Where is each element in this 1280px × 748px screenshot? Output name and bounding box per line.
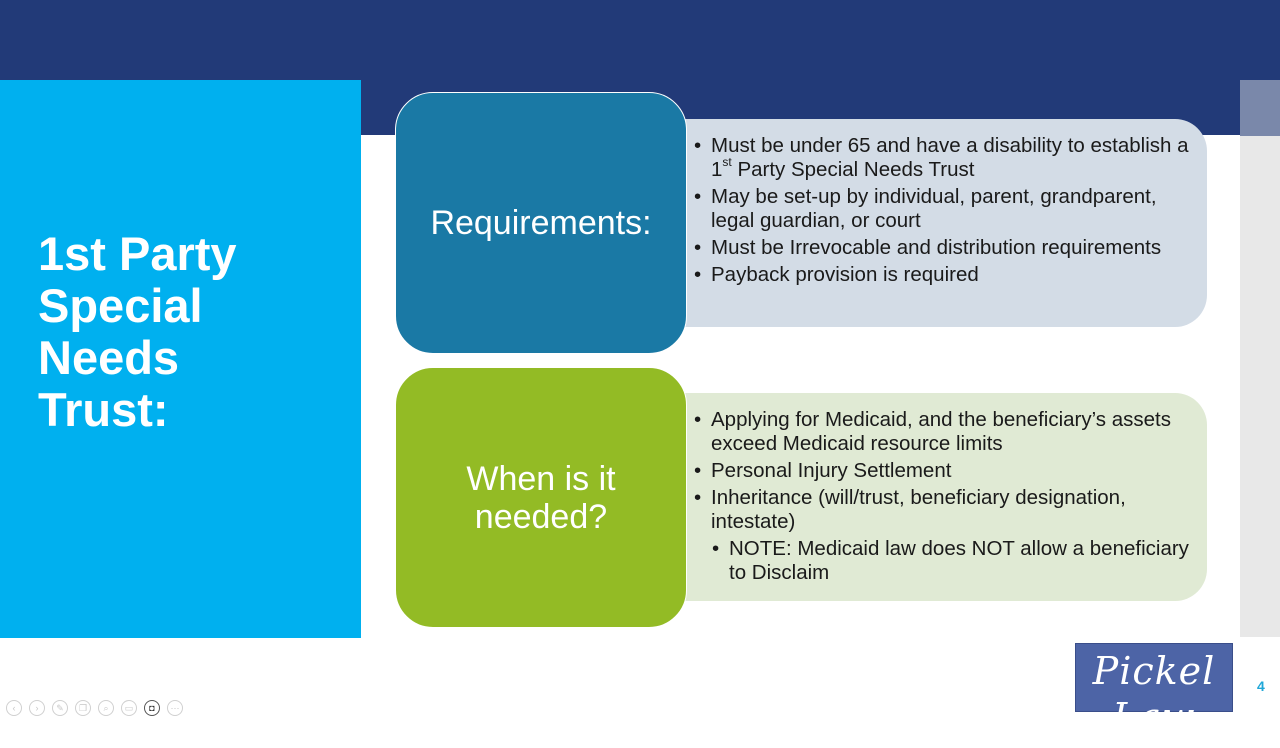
pickel-law-logo: Pickel Law PLANNING TODAY. FACTS FOR TOM… [1075, 643, 1233, 748]
pen-icon[interactable]: ✎ [52, 700, 68, 716]
list-item: Payback provision is required [694, 263, 1189, 287]
when-needed-heading-box: When is it needed? [395, 367, 687, 628]
list-item: May be set-up by individual, parent, gra… [694, 185, 1189, 233]
requirements-heading-box: Requirements: [395, 92, 687, 354]
requirements-list-container: Must be under 65 and have a disability t… [640, 119, 1207, 327]
slide-title: 1st Party Special Needs Trust: [38, 227, 237, 436]
title-panel [0, 80, 361, 638]
slideshow-controls: ‹ › ✎ ❐ ⌕ ▭ ◘ ⋯ [6, 700, 183, 716]
list-item: Personal Injury Settlement [694, 459, 1189, 483]
when-needed-list-container: Applying for Medicaid, and the beneficia… [640, 393, 1207, 601]
list-item: Applying for Medicaid, and the beneficia… [694, 408, 1189, 456]
page-number: 4 [1257, 678, 1265, 694]
subtitles-icon[interactable]: ▭ [121, 700, 137, 716]
when-needed-list: Applying for Medicaid, and the beneficia… [694, 408, 1189, 588]
next-icon[interactable]: › [29, 700, 45, 716]
list-item: Inheritance (will/trust, beneficiary des… [694, 486, 1189, 534]
when-needed-heading: When is it needed? [466, 459, 616, 536]
requirements-list: Must be under 65 and have a disability t… [694, 134, 1189, 290]
right-strip-accent [1240, 80, 1280, 136]
requirements-heading: Requirements: [430, 204, 652, 242]
list-item: Must be Irrevocable and distribution req… [694, 236, 1189, 260]
more-icon[interactable]: ⋯ [167, 700, 183, 716]
zoom-icon[interactable]: ⌕ [98, 700, 114, 716]
logo-name: Pickel Law [1092, 649, 1216, 739]
prev-icon[interactable]: ‹ [6, 700, 22, 716]
right-strip [1240, 80, 1280, 637]
copy-icon[interactable]: ❐ [75, 700, 91, 716]
list-sub-item: NOTE: Medicaid law does NOT allow a bene… [712, 537, 1189, 585]
list-item: Must be under 65 and have a disability t… [694, 134, 1189, 182]
logo-tagline: PLANNING TODAY. FACTS FOR TOMORROW [1092, 736, 1216, 748]
camera-icon[interactable]: ◘ [144, 700, 160, 716]
